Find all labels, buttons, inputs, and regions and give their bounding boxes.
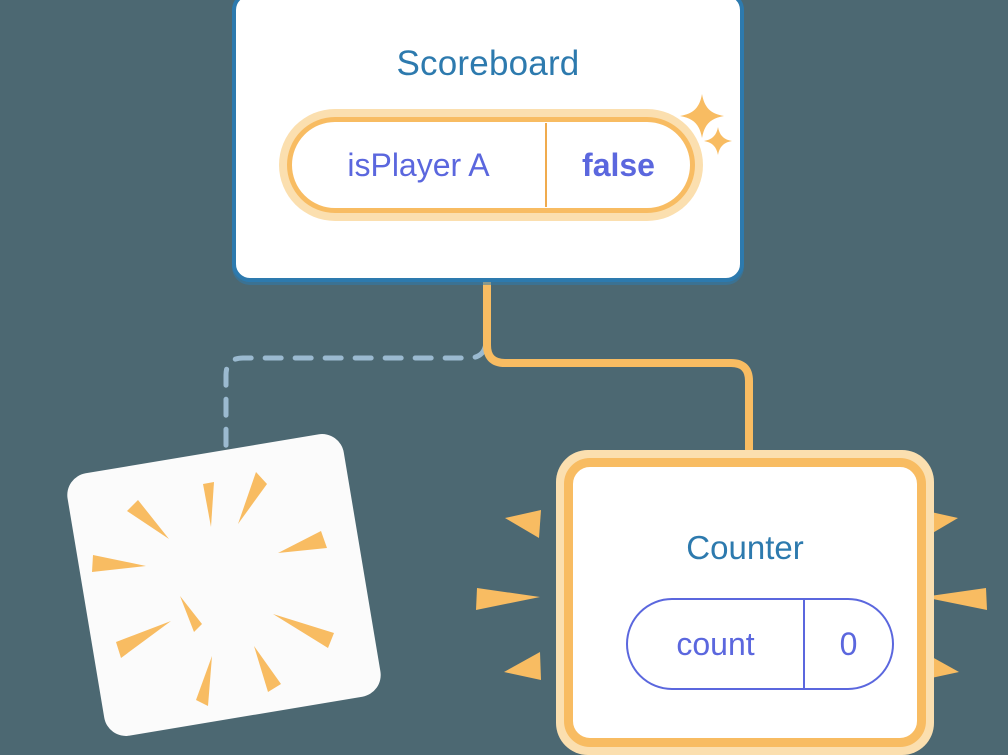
scoreboard-state-value: false xyxy=(582,146,655,183)
flash-ray-ene xyxy=(278,531,327,553)
counter-card-surface: Counter count 0 xyxy=(564,458,926,747)
scoreboard-title: Scoreboard xyxy=(396,44,580,83)
counter-state-key: count xyxy=(676,625,755,662)
scoreboard-card[interactable]: Scoreboard isPlayer A false xyxy=(232,0,744,282)
flash-ray-ssw xyxy=(116,621,171,658)
counter-title: Counter xyxy=(686,529,804,566)
flash-ray-sse xyxy=(254,646,281,692)
flash-ray-ese xyxy=(273,614,334,648)
flash-card-burst-rays xyxy=(92,472,334,706)
counter-state-value: 0 xyxy=(839,625,858,662)
scoreboard-state-key: isPlayer A xyxy=(347,146,490,183)
flash-card[interactable] xyxy=(63,430,385,740)
flash-ray-nne xyxy=(238,472,267,524)
flash-ray-n xyxy=(203,482,214,527)
flash-ray-nnw xyxy=(180,596,202,632)
connector-scoreboard-to-counter xyxy=(483,278,753,474)
counter-pill-divider xyxy=(803,600,805,688)
counter-state-pill[interactable]: count 0 xyxy=(626,598,894,690)
scoreboard-state-pill[interactable]: isPlayer A false xyxy=(287,117,695,213)
counter-card[interactable]: Counter count 0 xyxy=(556,450,934,755)
flash-ray-wnw xyxy=(127,500,169,539)
scoreboard-state-pill-wrapper: isPlayer A false xyxy=(279,109,703,221)
flash-ray-wsw xyxy=(92,555,146,572)
flash-ray-s xyxy=(196,656,212,706)
scoreboard-pill-divider xyxy=(545,123,547,207)
